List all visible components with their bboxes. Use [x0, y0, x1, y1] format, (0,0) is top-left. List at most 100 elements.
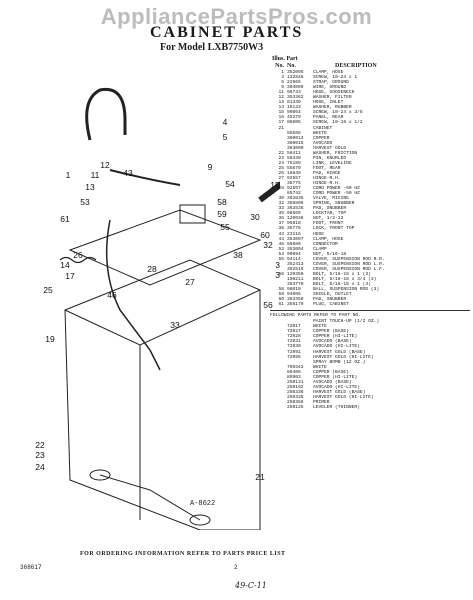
cell-illus: 24 — [278, 160, 284, 166]
model-line: For Model LXB7750W3 — [160, 42, 264, 53]
callout: 33 — [170, 320, 180, 330]
header-no: No. — [275, 63, 284, 69]
cell-illus: 46 — [278, 241, 284, 247]
callout: 32 — [263, 240, 273, 250]
cell-illus: 60 — [278, 297, 284, 303]
cell-desc: VALVE, MIXING — [313, 196, 349, 202]
cell-illus: 43 — [278, 231, 284, 237]
callout: 21 — [255, 472, 265, 482]
cell-part: 96818 — [287, 221, 301, 227]
cell-desc: NUT, 5/16-18 — [313, 251, 347, 257]
cell-illus: 5 — [281, 80, 284, 86]
cell-part: 353094 — [287, 246, 304, 252]
cell-desc: HARVEST GOLD (HI-LITE) — [313, 354, 374, 360]
cell-desc: COPPER (BASE) — [313, 329, 349, 335]
callout: 27 — [185, 277, 195, 287]
cell-illus: 37 — [278, 221, 284, 227]
cell-desc: CLAMP — [313, 246, 327, 252]
cell-part: 356179 — [287, 302, 304, 308]
cell-desc: CLAMP, HOSE — [313, 236, 344, 242]
cell-part: 363000 — [287, 145, 304, 151]
cell-part: 363459 — [287, 297, 304, 303]
cell-part: 38775 — [287, 181, 301, 187]
cell-illus — [270, 405, 287, 410]
cell-part: 98569 — [287, 211, 301, 217]
cell-desc: CLAMP, HOSE — [313, 70, 344, 75]
cell-part: 72030 — [287, 344, 301, 350]
cell-illus: 26 — [278, 170, 284, 176]
cell-illus: 11 — [278, 90, 284, 96]
cell-part: 35776 — [287, 226, 301, 232]
exploded-diagram: 4 5 11 12 13 9 43 53 61 1 54 58 59 55 15… — [35, 87, 280, 530]
callout: 15 — [270, 180, 280, 190]
cell-part: 94006 — [287, 292, 301, 298]
callout: 56 — [263, 300, 273, 310]
cell-desc: WASHER, FRICTION — [313, 150, 358, 156]
cell-part: 250358 — [287, 400, 304, 405]
callout: 61 — [60, 214, 70, 224]
header-illus-line: Illus. Part — [272, 56, 298, 62]
callout: 24 — [35, 462, 45, 472]
cell-illus: 38 — [278, 226, 284, 232]
cell-part: 95680 — [287, 241, 301, 247]
cell-part: 81339 — [287, 100, 301, 106]
cell-desc: SCREW, 10-16 x 1/2 — [313, 120, 363, 126]
cell-illus: 23 — [278, 155, 284, 161]
cell-desc: AVOCADO (HI-LITE) — [313, 384, 360, 390]
cell-desc: STRAP, GROUND — [313, 80, 349, 86]
cell-part: 250125 — [287, 405, 304, 411]
cabinet-body — [64, 259, 261, 530]
cell-desc: HARVEST GOLD (HI-LITE) — [313, 394, 374, 400]
table-row: SPRAY BOMB (12 OZ.) — [270, 360, 470, 365]
cell-desc: HOSE — [313, 231, 325, 237]
cell-desc: HARVEST GOLD (BASE) — [313, 349, 366, 355]
cell-part: 363635 — [287, 196, 304, 202]
cell-desc: AVOCADO (BASE) — [313, 379, 352, 385]
callout: 14 — [60, 260, 70, 270]
cell-part: 353097 — [287, 236, 304, 242]
callout: 23 — [35, 450, 45, 460]
cell-desc: BALL, SUSPENSION ROD (3) — [313, 287, 380, 293]
cell-part: 304009 — [287, 85, 304, 91]
cell-illus: 4 — [281, 75, 284, 81]
cell-part: 58411 — [287, 150, 301, 156]
cell-desc: NUT, 1/2-13 — [313, 216, 344, 222]
header-description: DESCRIPTION — [335, 63, 377, 69]
cell-part: 85742 — [287, 191, 301, 197]
gooseneck-hose — [85, 87, 127, 141]
inlet-hose — [109, 169, 181, 186]
cell-part: 18849 — [287, 170, 301, 176]
cell-illus: 44 — [278, 236, 284, 242]
cell-desc: WHITE — [313, 364, 327, 370]
cell-desc: WHITE — [313, 324, 327, 330]
cell-part: 250131 — [287, 379, 304, 385]
cell-part: 363535 — [287, 206, 304, 212]
cell-desc: WASHER, FILTER — [313, 95, 352, 101]
cell-part: 352095 — [287, 70, 304, 75]
front-foot — [89, 469, 111, 481]
cell-desc: SHIELD, OUTLET — [313, 292, 352, 298]
ordering-note: FOR ORDERING INFORMATION REFER TO PARTS … — [80, 551, 286, 557]
cell-part: 72095 — [287, 354, 301, 360]
page-number: 2 — [234, 564, 238, 571]
cell-desc: WASHER, RUBBER — [313, 105, 352, 111]
